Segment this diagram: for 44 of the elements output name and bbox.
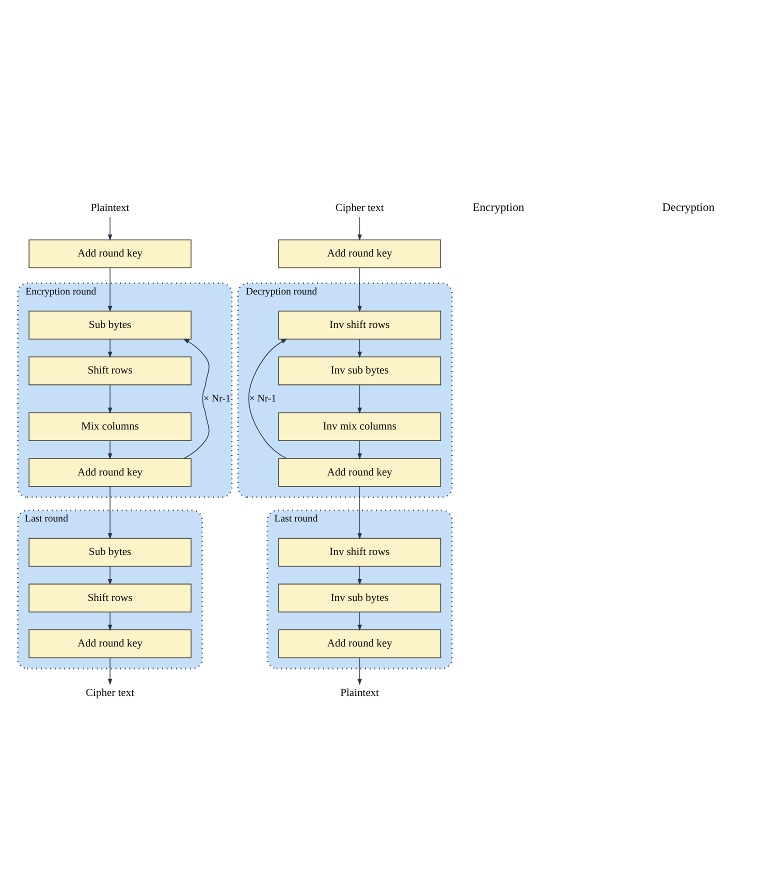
arrow <box>108 486 112 540</box>
node-box: Inv mix columns <box>278 412 442 442</box>
arrow <box>358 566 362 586</box>
node-box: Inv sub bytes <box>278 356 442 386</box>
node-box: Add round key <box>278 239 442 268</box>
node-box: Mix columns <box>28 412 192 442</box>
arrow <box>358 216 362 241</box>
arrow <box>358 440 362 460</box>
edge-label: × Nr-1 <box>249 393 276 404</box>
node-text: Cipher text <box>86 686 134 699</box>
arrow <box>358 612 362 631</box>
arrow <box>358 338 362 358</box>
label: Encryption <box>472 200 524 214</box>
node-box: Shift rows <box>28 584 192 612</box>
node-box: Inv shift rows <box>278 538 442 567</box>
label: Decryption <box>662 200 715 214</box>
edge-label: × Nr-1 <box>204 393 231 404</box>
node-box: Add round key <box>28 239 192 268</box>
node-box: Sub bytes <box>28 538 192 567</box>
node-box: Inv shift rows <box>278 310 442 340</box>
node-text: Plaintext <box>340 686 379 699</box>
arrow <box>358 657 362 686</box>
arrow <box>108 612 112 631</box>
node-box: Shift rows <box>28 356 192 386</box>
node-box: Add round key <box>28 458 192 487</box>
arrow <box>108 268 112 312</box>
arrow <box>108 338 112 358</box>
node-box: Add round key <box>278 458 442 487</box>
node-box: Add round key <box>28 629 192 658</box>
node-box: Sub bytes <box>28 310 192 340</box>
arrow <box>108 216 112 241</box>
arrow <box>108 657 112 686</box>
arrow <box>358 486 362 540</box>
arrow <box>183 338 210 459</box>
arrow <box>358 384 362 414</box>
node-text: Cipher text <box>335 202 384 214</box>
node-text: Plaintext <box>90 202 130 214</box>
arrow <box>108 384 112 414</box>
arrow <box>248 338 288 459</box>
node-box: Inv sub bytes <box>278 584 442 612</box>
node-box: Add round key <box>278 629 442 658</box>
arrow <box>108 440 112 460</box>
arrow <box>358 268 362 312</box>
arrow <box>108 566 112 586</box>
